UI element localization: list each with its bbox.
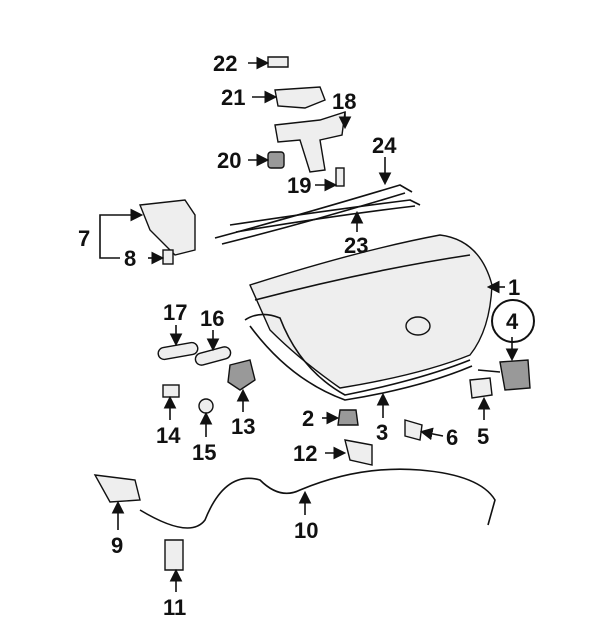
callout-5: 5 (477, 424, 489, 449)
callout-12: 12 (293, 441, 317, 466)
callout-22: 22 (213, 51, 237, 76)
actuator-5 (469, 377, 493, 399)
callout-14: 14 (156, 423, 181, 448)
callout-17: 17 (163, 300, 187, 325)
callout-15: 15 (192, 440, 216, 465)
switch-6 (404, 419, 423, 441)
weatherstrip-seal (244, 313, 473, 401)
trunk-lid (249, 234, 493, 389)
callout-7: 7 (78, 226, 90, 251)
bolt-22 (267, 56, 289, 68)
callout-24: 24 (372, 133, 397, 158)
stud-19 (335, 167, 345, 187)
release-cable (139, 468, 496, 529)
clip-8 (162, 249, 174, 265)
callout-21: 21 (221, 85, 245, 110)
callout-2: 2 (302, 406, 314, 431)
callout-4: 4 (506, 309, 519, 334)
part-16 (194, 346, 232, 366)
part-13 (227, 359, 256, 391)
callout-18: 18 (332, 89, 356, 114)
bumper-2 (337, 409, 359, 426)
grommet-15 (198, 398, 214, 414)
latch-4 (499, 359, 531, 391)
highlight-circle (491, 299, 535, 343)
callout-13: 13 (231, 414, 255, 439)
callout-16: 16 (200, 306, 224, 331)
callout-19: 19 (287, 173, 311, 198)
callout-labels: 22 21 18 20 19 24 7 8 23 1 4 17 16 13 14… (78, 51, 520, 620)
bumper-20 (267, 151, 285, 169)
release-lever-9 (93, 474, 141, 503)
striker-12 (344, 439, 373, 466)
callout-20: 20 (217, 148, 241, 173)
callout-3: 3 (376, 420, 388, 445)
callout-6: 6 (446, 425, 458, 450)
hinge-arm (274, 110, 346, 173)
callout-10: 10 (294, 518, 318, 543)
hinge-bracket (274, 86, 326, 109)
callout-11: 11 (163, 595, 186, 620)
callout-8: 8 (124, 246, 136, 271)
bracket-11 (164, 539, 184, 571)
callout-23: 23 (344, 233, 368, 258)
callout-9: 9 (111, 533, 123, 558)
callout-1: 1 (508, 275, 520, 300)
part-17 (157, 341, 199, 361)
bolt-14 (162, 384, 180, 398)
lock-housing (139, 199, 196, 256)
leader-lines (99, 56, 519, 592)
torsion-rods (214, 184, 421, 245)
